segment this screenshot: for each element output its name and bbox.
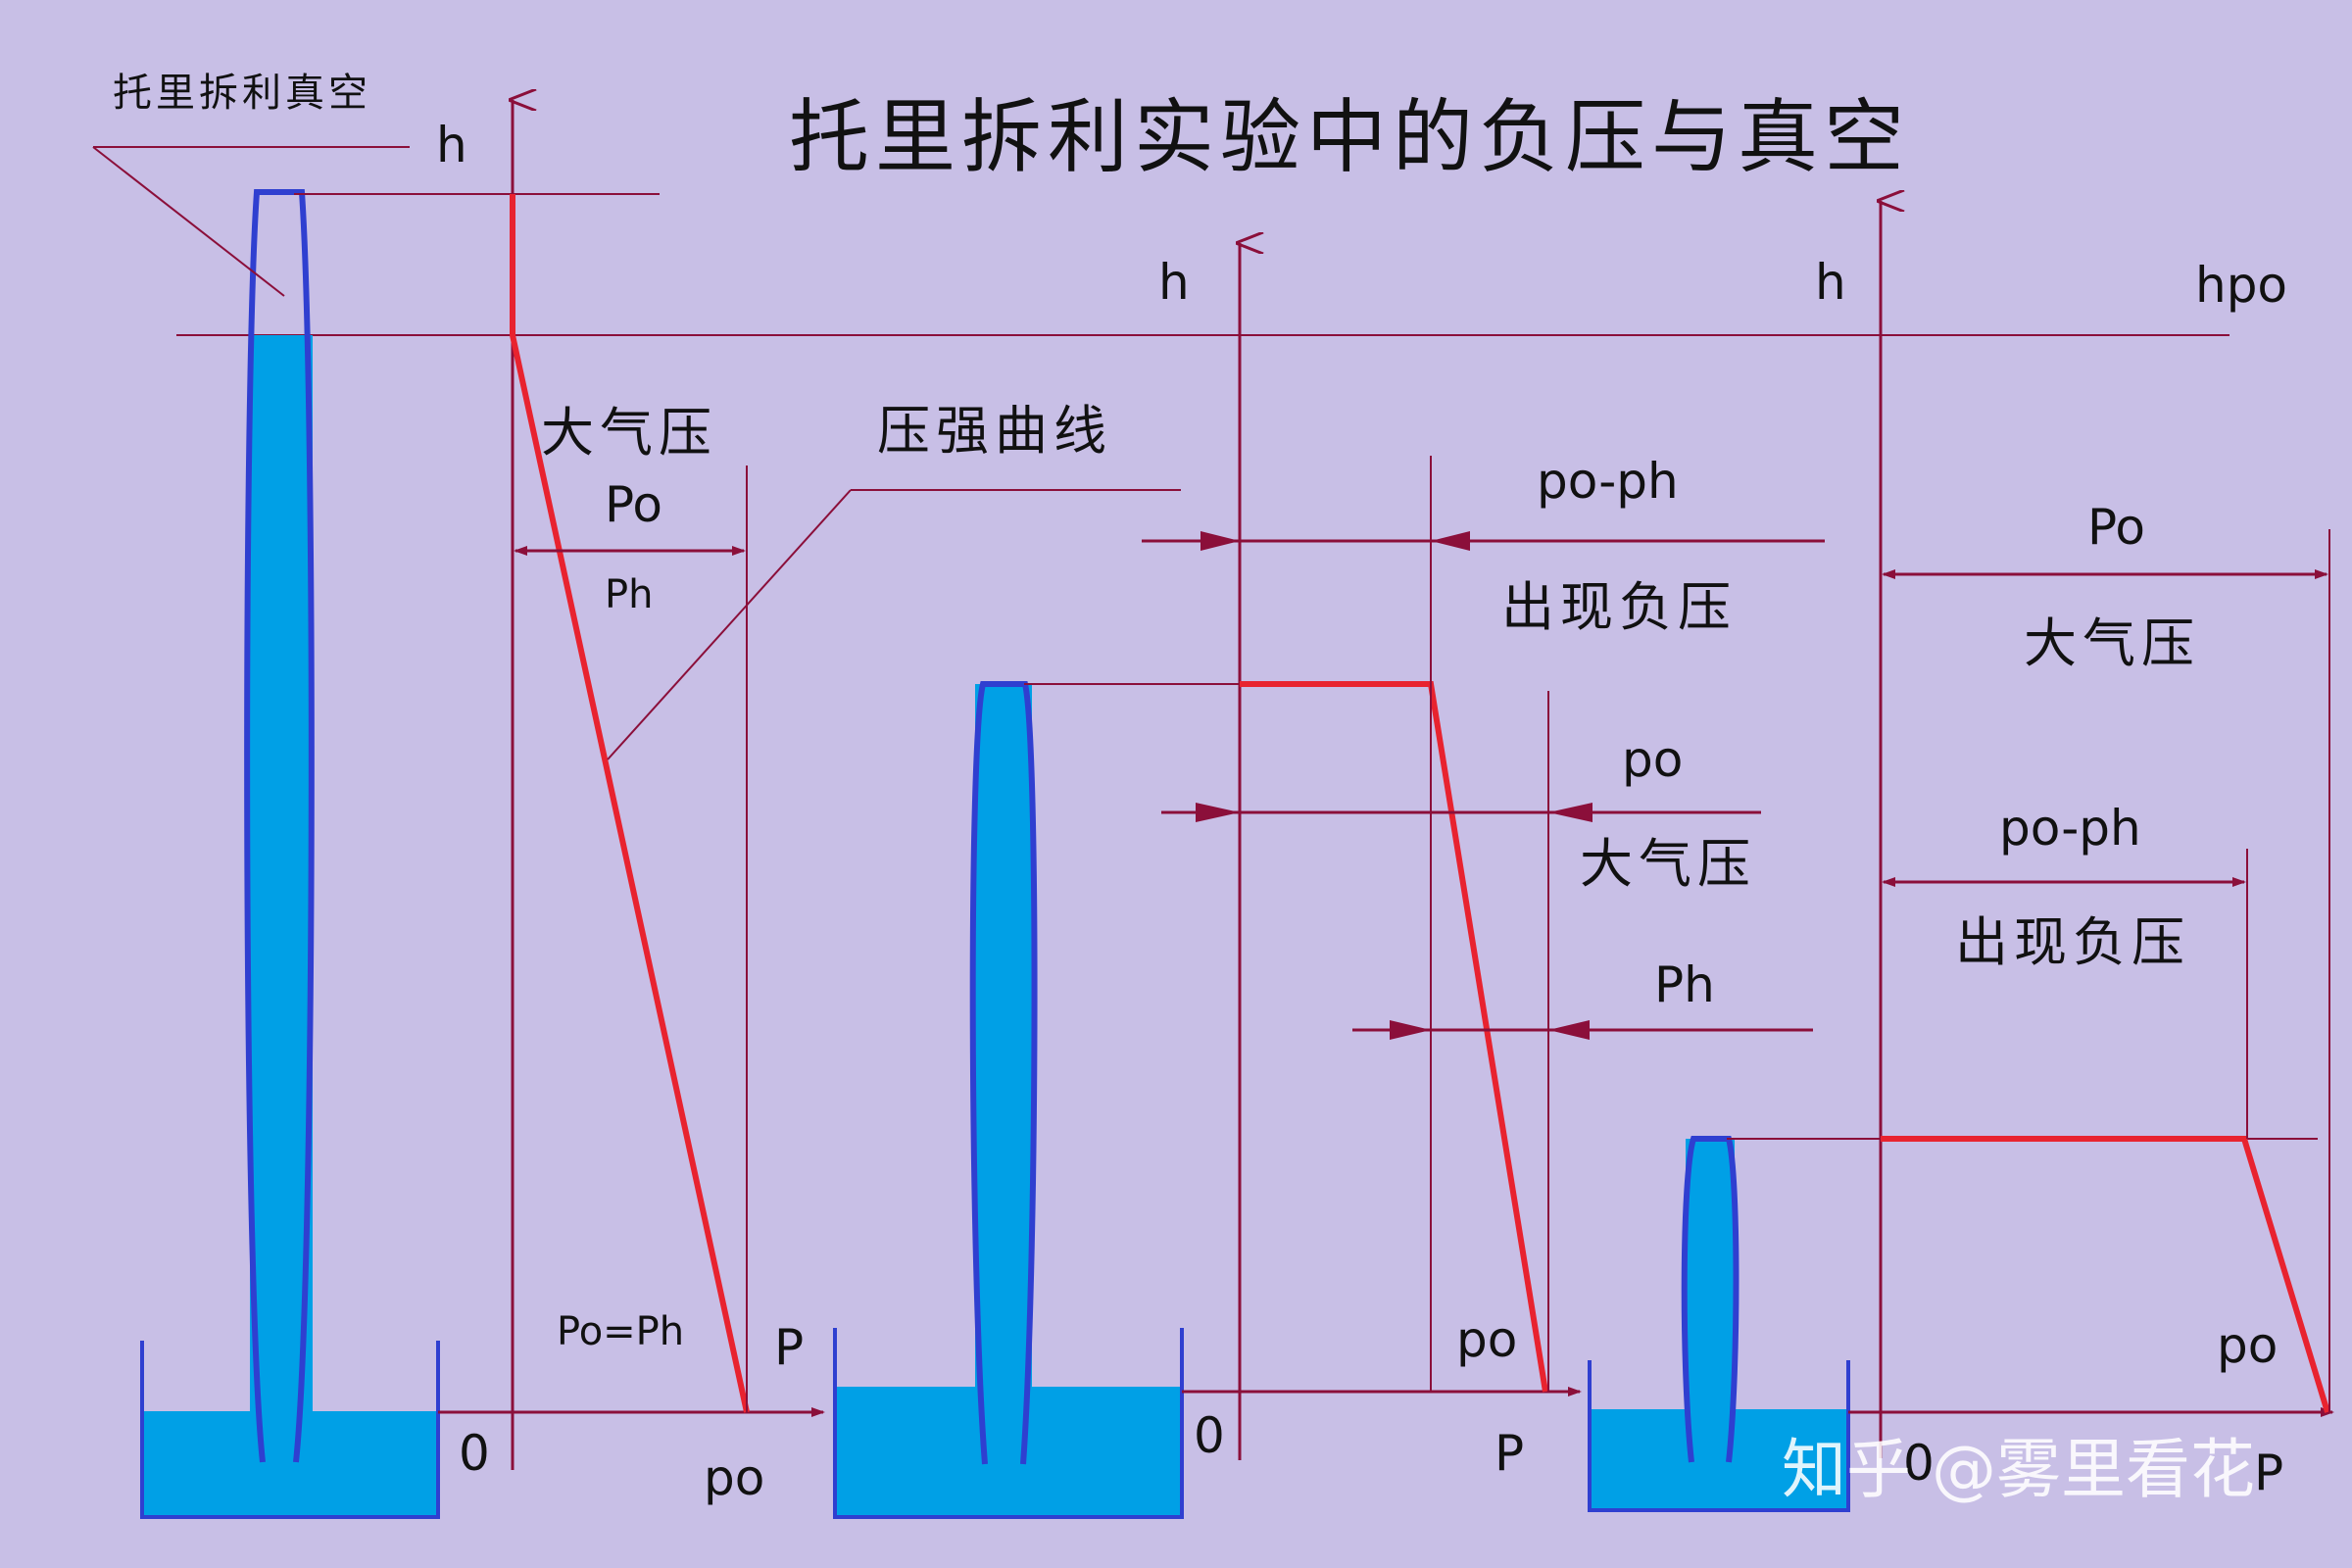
tube-3-outline bbox=[1681, 1136, 1740, 1463]
panel-2-ph-arrowhead-left bbox=[1390, 1020, 1431, 1040]
panel-3-origin-label: 0 bbox=[1903, 1435, 1935, 1492]
panel-2-po-arrowhead-right bbox=[1548, 803, 1592, 822]
panel-3-pressure-curve bbox=[1881, 1136, 2330, 1413]
panel-1-po-axis-label: po bbox=[704, 1449, 764, 1506]
panel-2-p-axis-label: P bbox=[1494, 1425, 1524, 1482]
panel-1-atm-label: 大气压 bbox=[541, 402, 717, 464]
panel-2-diff-label: po-ph bbox=[1537, 453, 1679, 510]
tube-1-mercury bbox=[250, 335, 313, 1462]
beaker-1-outline bbox=[140, 1341, 440, 1519]
panel-3-negative-pressure-label: 出现负压 bbox=[1955, 911, 2190, 973]
panel-3-po-label: Po bbox=[2087, 499, 2145, 556]
panel-1-ph-label: Ph bbox=[605, 572, 653, 617]
panel-1-po-label: Po bbox=[605, 476, 662, 533]
panel-1-equality-label: Po=Ph bbox=[557, 1309, 684, 1354]
panel-2-atm-label: 大气压 bbox=[1580, 833, 1756, 895]
beaker-3-outline bbox=[1588, 1360, 1850, 1512]
watermark: 知乎 @雾里看花 bbox=[1782, 1432, 2255, 1507]
panel-2-ph-arrowhead-right bbox=[1548, 1020, 1590, 1040]
panel-3-h-axis-label: h bbox=[1815, 254, 1846, 311]
panel-2-negative-pressure-label: 出现负压 bbox=[1501, 576, 1737, 638]
panel-2-po-axis-label: po bbox=[1456, 1311, 1517, 1368]
panel-1-p-axis-label: P bbox=[774, 1319, 804, 1376]
panel-3: h hpo 0 P po Po 大气压 po-ph 出现负压 bbox=[1588, 201, 2334, 1512]
tube-3-mercury bbox=[1686, 1139, 1735, 1462]
vacuum-pointer bbox=[92, 146, 285, 297]
tube-2-outline bbox=[969, 681, 1038, 1465]
panel-3-hpo-label: hpo bbox=[2195, 257, 2287, 314]
panel-2-po-label: po bbox=[1622, 731, 1683, 788]
panel-1-h-axis-label: h bbox=[436, 117, 467, 173]
panel-3-p-axis-label: P bbox=[2254, 1445, 2283, 1501]
panel-2-h-axis-label: h bbox=[1158, 254, 1190, 311]
panel-1-origin-label: 0 bbox=[459, 1425, 490, 1482]
beaker-2-outline bbox=[833, 1328, 1184, 1519]
panel-2-diff-arrowhead-right bbox=[1431, 531, 1470, 551]
panel-2-origin-label: 0 bbox=[1194, 1407, 1225, 1464]
panel-1: 托里拆利真空 h P 0 po 大气压 Po Ph Po=Ph 压强曲线 bbox=[92, 71, 1181, 1519]
tube-2-mercury bbox=[975, 684, 1032, 1464]
page-title: 托里拆利实验中的负压与真空 bbox=[789, 91, 1910, 184]
panel-2-ph-label: Ph bbox=[1654, 956, 1715, 1013]
pressure-curve-label: 压强曲线 bbox=[877, 400, 1112, 462]
panel-3-atm-label: 大气压 bbox=[2024, 612, 2200, 674]
pressure-curve-pointer bbox=[607, 489, 852, 760]
panel-2-diff-arrowhead-left bbox=[1200, 531, 1240, 551]
panel-2: h P 0 po po-ph 出现负压 po 大气压 Ph bbox=[833, 243, 1825, 1519]
tube-1-outline bbox=[244, 189, 315, 1463]
vacuum-label: 托里拆利真空 bbox=[113, 71, 371, 116]
panel-1-pressure-curve bbox=[510, 194, 750, 1413]
panel-2-po-arrowhead-left bbox=[1196, 803, 1240, 822]
panel-3-diff-label: po-ph bbox=[1999, 800, 2141, 857]
panel-3-po-axis-label: po bbox=[2217, 1317, 2278, 1374]
